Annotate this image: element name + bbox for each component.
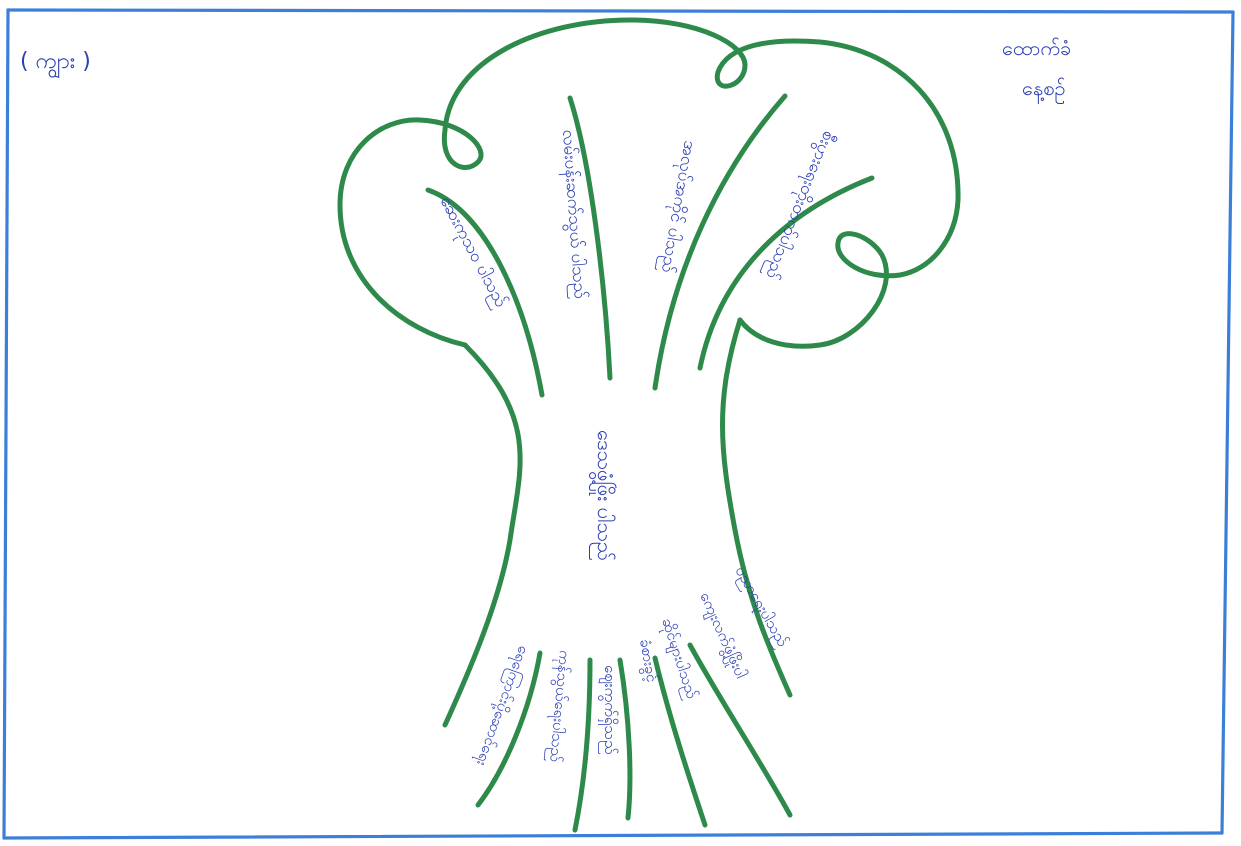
corner-label-right-1: ထောက်ခံ [1002,36,1071,60]
trunk-label: ဒေသဖွံ့ဖြိုး ပါသည် [589,430,617,561]
root-label-3: ဈေးကွက်ရှိသည် [598,665,619,755]
trunk-text: ဒေသဖွံ့ဖြိုး ပါသည် [589,430,617,561]
corner-label-right-2: နေ့စဉ် [1022,76,1066,104]
